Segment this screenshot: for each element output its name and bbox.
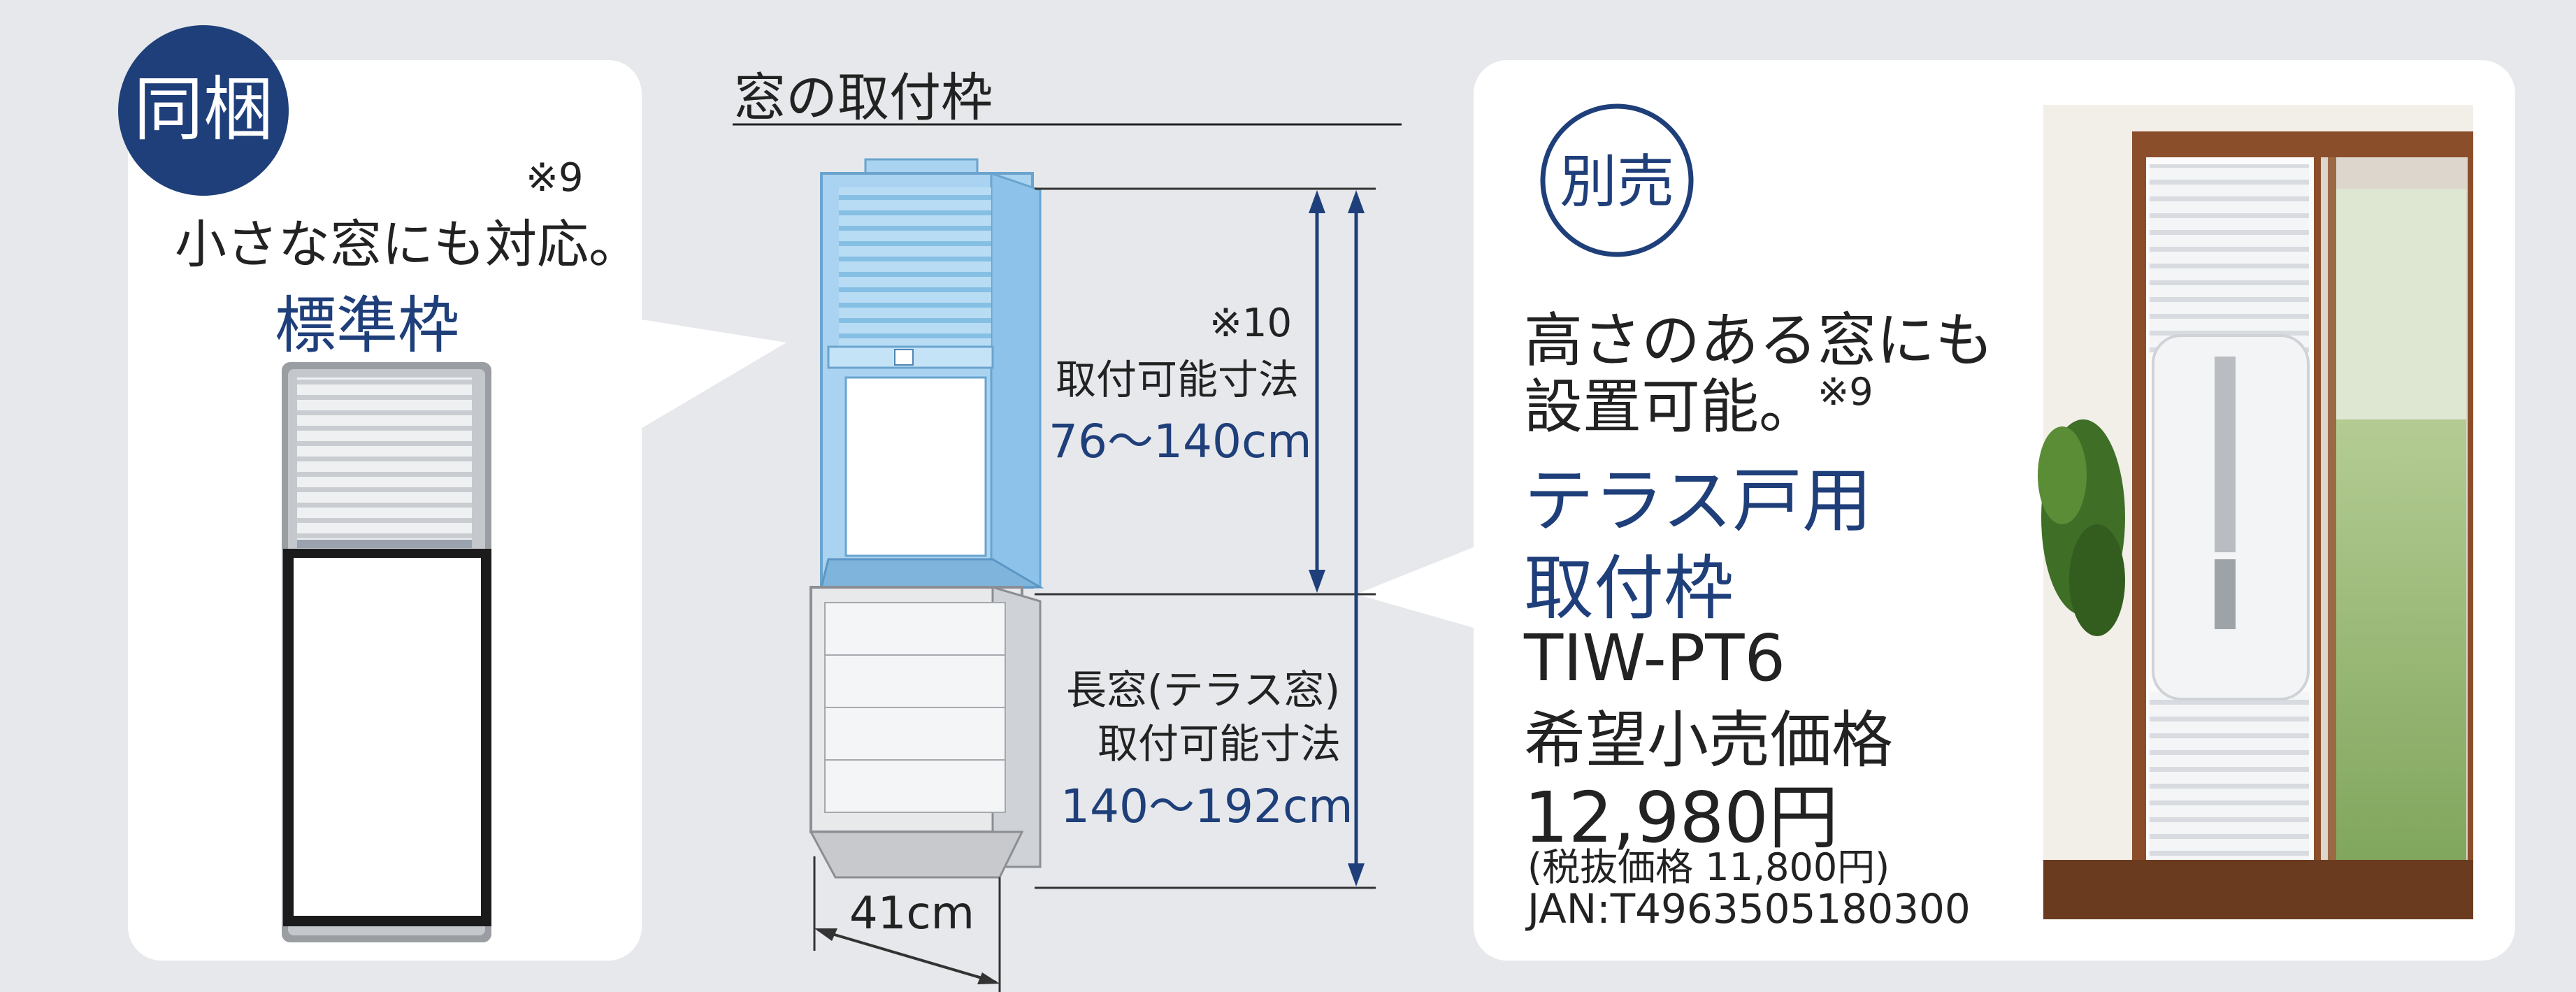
standard-frame-image [282,362,491,942]
title-terrace-line-1: テラス戸用 [1524,460,1872,542]
heading-window-frame: 窓の取付枠 [734,68,993,128]
price-value: 12,980円 [1524,777,1839,858]
callout-wedge-right [1356,545,1478,629]
title-terrace-line-2: 取付枠 [1524,547,1734,629]
desc-line-1: 高さのある窓にも [1524,306,1994,375]
terrace-door-photo [2038,105,2473,919]
dim-top-label: 取付可能寸法 [1056,356,1300,403]
jan-code: JAN:T4963505180300 [1527,885,1971,933]
dim-top-note: ※10 [1209,301,1293,346]
title-standard-frame: 標準枠 [275,289,460,361]
note-marker-left: ※9 [526,155,584,201]
badge-label-right: 別売 [1559,149,1674,215]
dim-bottom-label2: 取付可能寸法 [1098,720,1341,768]
badge-circle-right [1540,103,1694,257]
callout-wedge-left [633,318,786,433]
width-dimension-label: 41cm [849,888,974,940]
desc-line-2-text: 設置可能。 [1524,373,1818,441]
dim-bottom-label1: 長窓(テラス窓) [1066,666,1341,714]
price-label: 希望小売価格 [1524,704,1894,776]
dim-bottom-range: 140〜192cm [1060,779,1353,833]
caption-small-window: 小さな窓にも対応。 [175,215,640,275]
dimension-lines [813,187,1376,992]
model-number: TIW-PT6 [1524,621,1785,696]
badge-label-left: 同梱 [134,69,273,150]
price-tax-excluded: (税抜価格 11,800円) [1527,845,1890,889]
desc-line-2: 設置可能。※9 [1524,360,1873,445]
dim-top-range: 76〜140cm [1049,415,1312,468]
badge-circle-left [118,25,289,196]
mounting-frame-drawing [809,158,1044,879]
desc-note: ※9 [1818,370,1873,414]
